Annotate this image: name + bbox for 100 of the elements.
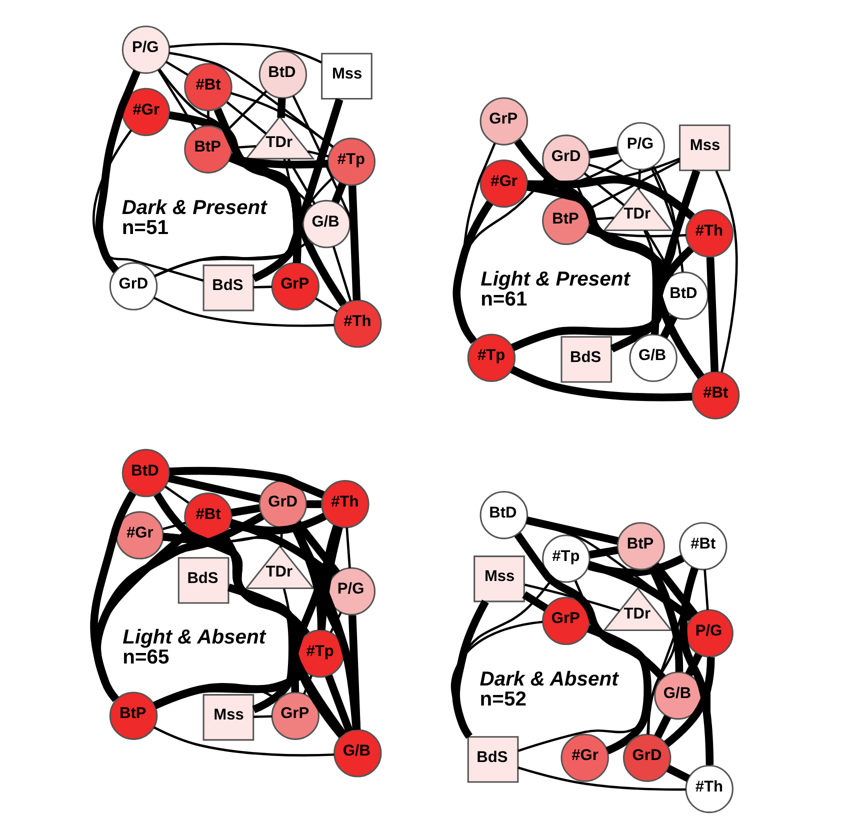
connector — [588, 546, 618, 559]
connector — [153, 526, 342, 710]
node-circle: #Th — [334, 300, 382, 348]
connector — [214, 108, 347, 306]
connector — [287, 158, 316, 204]
connector — [584, 172, 625, 206]
connector — [224, 90, 268, 134]
connector — [230, 504, 260, 517]
connector — [153, 296, 334, 327]
node-circle: #Gr — [116, 511, 164, 560]
connector — [650, 167, 684, 272]
connector — [277, 98, 286, 118]
connector — [586, 225, 674, 278]
connector — [511, 246, 694, 352]
connector — [158, 68, 346, 305]
connector — [92, 130, 204, 282]
connector — [158, 69, 197, 130]
connector — [162, 532, 310, 636]
connector — [526, 182, 704, 380]
node-circle: GrP — [271, 692, 320, 740]
connector — [162, 522, 186, 530]
connector — [715, 170, 738, 372]
connector — [95, 70, 140, 274]
node-circle: BtD — [480, 490, 528, 540]
connector — [588, 146, 618, 159]
node-circle: BtP — [109, 692, 158, 740]
connector — [90, 490, 136, 702]
connector — [652, 562, 698, 618]
connector — [290, 524, 361, 730]
connector — [253, 286, 272, 288]
connector — [664, 657, 715, 748]
node-circle: BtD — [258, 50, 308, 99]
node-circle: P/G — [685, 609, 734, 658]
connector — [638, 170, 641, 190]
node-circle: P/G — [327, 567, 376, 616]
connector — [307, 150, 329, 158]
connector — [169, 467, 325, 499]
label: Light & Present — [480, 268, 630, 290]
node-circle: #Tp — [296, 629, 344, 678]
node-box: Mss — [474, 556, 525, 602]
connector — [526, 516, 618, 545]
node-circle: GrD — [542, 134, 590, 183]
node-circle: G/B — [302, 200, 351, 248]
connector — [226, 101, 267, 135]
node-circle: P/G — [122, 26, 170, 74]
connector — [652, 166, 678, 334]
node-box: BdS — [178, 557, 230, 604]
connector — [154, 240, 310, 278]
node-circle: GrD — [109, 262, 158, 310]
connector — [514, 138, 674, 278]
connector — [648, 566, 684, 672]
connector — [645, 230, 674, 276]
node-circle: BtP — [184, 125, 232, 174]
connector — [588, 554, 684, 576]
connector — [518, 766, 686, 791]
connector — [588, 560, 694, 622]
node-circle: GrP — [542, 596, 590, 646]
connector — [348, 615, 361, 730]
connector — [230, 518, 336, 580]
label: Light & Absent — [122, 626, 266, 648]
connector — [527, 158, 622, 188]
node-circle: BtP — [542, 196, 590, 246]
node-box: Mss — [679, 124, 730, 172]
connector — [332, 246, 352, 302]
connector — [685, 652, 702, 676]
connector — [168, 474, 261, 503]
node-circle: #Bt — [691, 371, 740, 420]
node-circle: #Tp — [327, 138, 376, 186]
connector — [586, 225, 660, 334]
node-circle: #Tp — [467, 334, 516, 382]
connector — [528, 176, 695, 220]
connector — [229, 512, 326, 534]
connector — [169, 42, 322, 64]
connector — [303, 675, 313, 694]
connector — [230, 154, 328, 168]
connector — [153, 726, 334, 756]
connector — [586, 625, 652, 754]
connector — [294, 520, 340, 576]
connector — [706, 257, 719, 372]
connector — [306, 500, 322, 508]
connector — [315, 298, 338, 313]
connector — [158, 68, 312, 207]
node-circle: G/B — [654, 671, 702, 720]
connector — [207, 110, 210, 126]
node-box: Mss — [321, 52, 372, 100]
connector — [666, 764, 690, 782]
node-circle: #Gr — [122, 88, 170, 136]
node-box: BdS — [560, 336, 612, 383]
connector — [522, 591, 548, 612]
connector — [168, 111, 302, 264]
node-box: BdS — [467, 736, 519, 783]
connector — [660, 314, 678, 339]
node-circle: #Bt — [184, 62, 232, 112]
label: Dark & Absent — [480, 668, 618, 690]
node-circle: GrP — [480, 97, 528, 146]
connector — [654, 714, 672, 739]
connector — [166, 60, 188, 76]
label: n=52 — [480, 688, 526, 711]
connector — [252, 98, 344, 282]
node-circle: #Tp — [542, 534, 590, 583]
